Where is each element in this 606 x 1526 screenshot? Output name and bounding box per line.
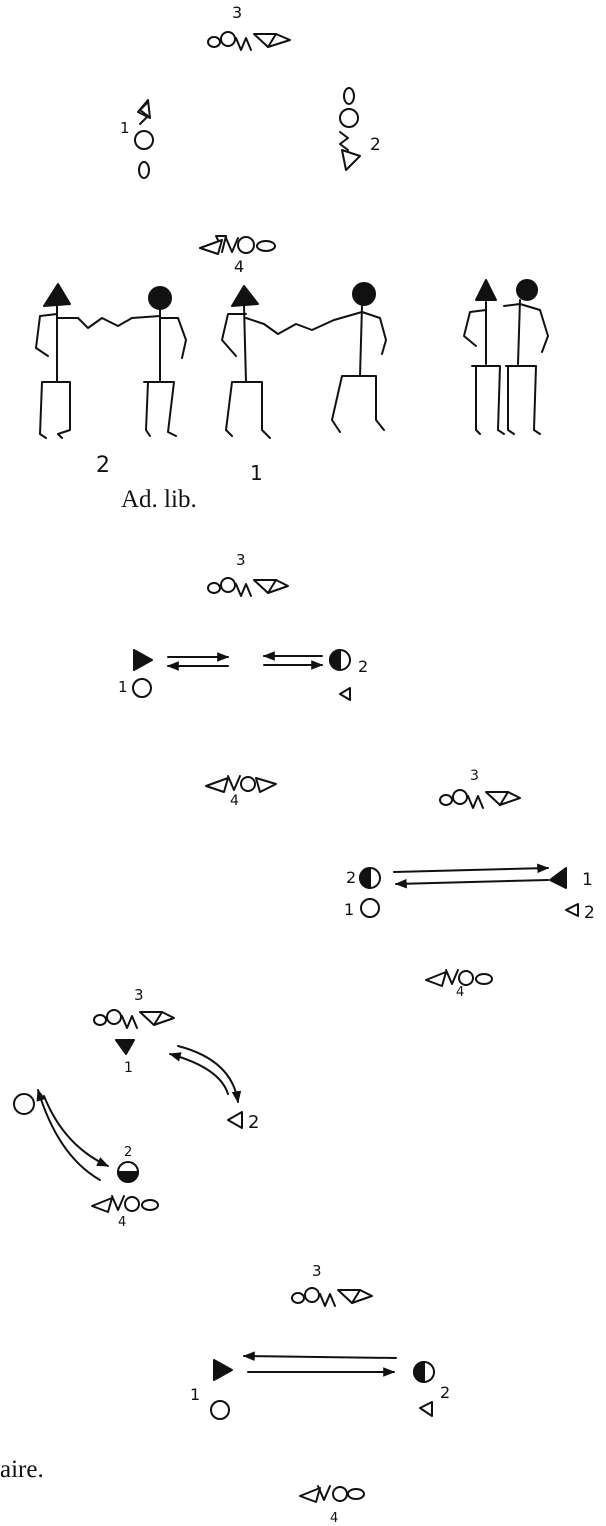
couple-2: 2 xyxy=(227,1111,259,1133)
couple-number: 2 xyxy=(584,903,595,923)
couple-number: 2 xyxy=(440,1383,450,1402)
formation-5: 3 1 2 4 xyxy=(190,1262,450,1526)
couple-number: 2 xyxy=(358,657,368,676)
couple-1: 1 xyxy=(118,649,153,698)
couple-number: 3 xyxy=(236,551,246,569)
couple-number: 1 xyxy=(190,1385,200,1404)
figure-group-left: 2 xyxy=(35,283,187,478)
couple-number: 3 xyxy=(470,768,479,784)
movement-arrow xyxy=(242,1351,397,1361)
figure-group-middle: 1 xyxy=(221,282,387,485)
couple-3-top: 3 xyxy=(291,1262,373,1307)
couple-4-bottom: 4 xyxy=(299,1485,365,1526)
couple-2: 2 1 xyxy=(344,867,381,919)
couple-number: 1 xyxy=(344,900,354,919)
movement-arrow xyxy=(393,863,550,874)
movement-arrow xyxy=(177,1045,242,1104)
couple-number: 2 xyxy=(370,135,381,155)
couple-number: 3 xyxy=(232,3,242,22)
formation-square: 3 1 2 4 xyxy=(120,3,381,276)
couple-number: 1 xyxy=(124,1060,133,1076)
couple-number: 4 xyxy=(330,1511,338,1526)
formation-2: 3 1 2 4 xyxy=(118,551,368,809)
movement-arrow xyxy=(168,1052,229,1095)
couple-3-top: 3 xyxy=(93,986,175,1029)
movement-arrow xyxy=(36,1088,101,1181)
couple-4-bottom: 4 xyxy=(425,969,493,1000)
figure-group-right xyxy=(463,279,549,435)
caption-aire: aire. xyxy=(0,1456,44,1483)
couple-number: 4 xyxy=(456,985,464,1000)
couple-1: 1 xyxy=(190,1359,233,1420)
movement-arrow xyxy=(394,878,549,889)
couple-number: 1 xyxy=(582,870,593,890)
figure-group-number: 1 xyxy=(250,461,263,485)
figure-group-number: 2 xyxy=(96,453,110,478)
couple-2: 2 xyxy=(413,1361,450,1417)
stick-figures: 2 1 xyxy=(35,279,549,485)
couple-3-top: 3 xyxy=(207,3,291,51)
couple-number: 2 xyxy=(124,1145,132,1160)
couple-4-bottom: 4 xyxy=(205,775,277,809)
couple-number: 3 xyxy=(312,1262,322,1280)
couple-number: 3 xyxy=(134,986,144,1004)
couple-1: 1 xyxy=(115,1039,135,1076)
couple-1-left: 1 xyxy=(120,99,154,179)
caption-ad-lib: Ad. lib. xyxy=(121,486,197,513)
couple-number: 4 xyxy=(118,1215,126,1230)
couple-4-bottom: 4 xyxy=(91,1195,159,1230)
woman-1 xyxy=(13,1093,35,1115)
couple-3-top: 3 xyxy=(207,551,289,597)
couple-number: 2 xyxy=(248,1112,259,1133)
couple-number: 1 xyxy=(120,119,130,137)
formation-3: 3 2 1 1 2 4 xyxy=(344,768,595,1000)
movement-arrow xyxy=(43,1095,110,1167)
couple-3-top: 3 xyxy=(439,768,521,809)
formation-4: 3 1 2 2 xyxy=(13,986,259,1230)
couple-number: 4 xyxy=(230,793,239,809)
woman-2: 2 xyxy=(117,1145,139,1183)
couple-2: 2 xyxy=(329,649,368,701)
couple-number: 2 xyxy=(346,868,356,887)
couple-number: 4 xyxy=(234,257,244,276)
couple-2-right: 2 xyxy=(339,87,381,171)
couple-number: 1 xyxy=(118,678,128,696)
couple-4-bottom: 4 xyxy=(199,235,276,276)
couple-1: 1 2 xyxy=(549,867,595,923)
